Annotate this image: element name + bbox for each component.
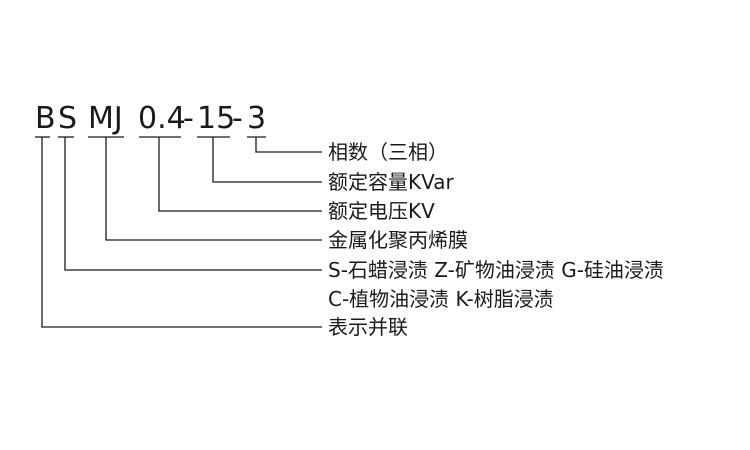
code-letter-b: B: [35, 101, 56, 136]
code-voltage: 0.4: [138, 101, 186, 136]
label-voltage: 额定电压KV: [328, 199, 435, 223]
connector-dielectric: [105, 137, 322, 241]
code-phase: 3: [247, 101, 267, 136]
label-dielectric: 金属化聚丙烯膜: [328, 228, 468, 252]
code-dash-1: -: [183, 101, 194, 136]
code-dash-2: -: [232, 101, 243, 136]
label-impregnant-line-1: S-石蜡浸渍 Z-矿物油浸渍 G-硅油浸渍: [328, 258, 664, 282]
label-type: 表示并联: [328, 315, 408, 339]
connector-voltage: [158, 137, 322, 212]
connector-phase: [255, 137, 322, 153]
code-capacity: 15: [197, 101, 236, 136]
code-letters-mj: MJ: [88, 101, 123, 136]
label-capacity: 额定容量KVar: [328, 170, 454, 194]
connector-impregnant: [64, 137, 322, 271]
label-phase: 相数（三相）: [328, 140, 448, 164]
label-impregnant-line-2: C-植物油浸渍 K-树脂浸渍: [328, 287, 554, 311]
connector-capacity: [212, 137, 322, 183]
connector-type: [41, 137, 322, 328]
code-letter-s: S: [58, 101, 78, 136]
